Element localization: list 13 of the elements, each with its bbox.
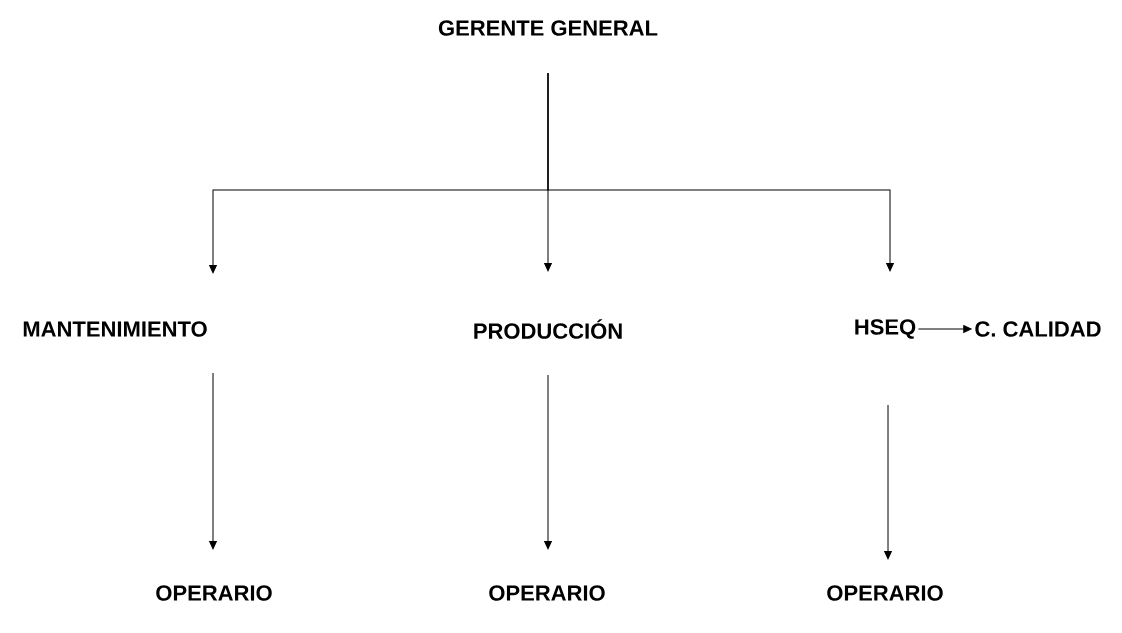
role-label: OPERARIO (827, 585, 943, 601)
role-label: OPERARIO (489, 585, 605, 601)
arrow (917, 325, 972, 333)
role-label: GERENTE GENERAL (438, 20, 658, 36)
role-label: MANTENIMIENTO (23, 321, 207, 337)
arrow (209, 372, 217, 550)
role-label: PRODUCCIÓN (474, 319, 622, 339)
role-label: HSEQ (855, 319, 916, 339)
arrow (884, 404, 892, 560)
arrow (547, 72, 894, 272)
arrow (544, 374, 552, 550)
role-label: OPERARIO (156, 585, 272, 601)
role-label: C. CALIDAD (975, 321, 1101, 337)
